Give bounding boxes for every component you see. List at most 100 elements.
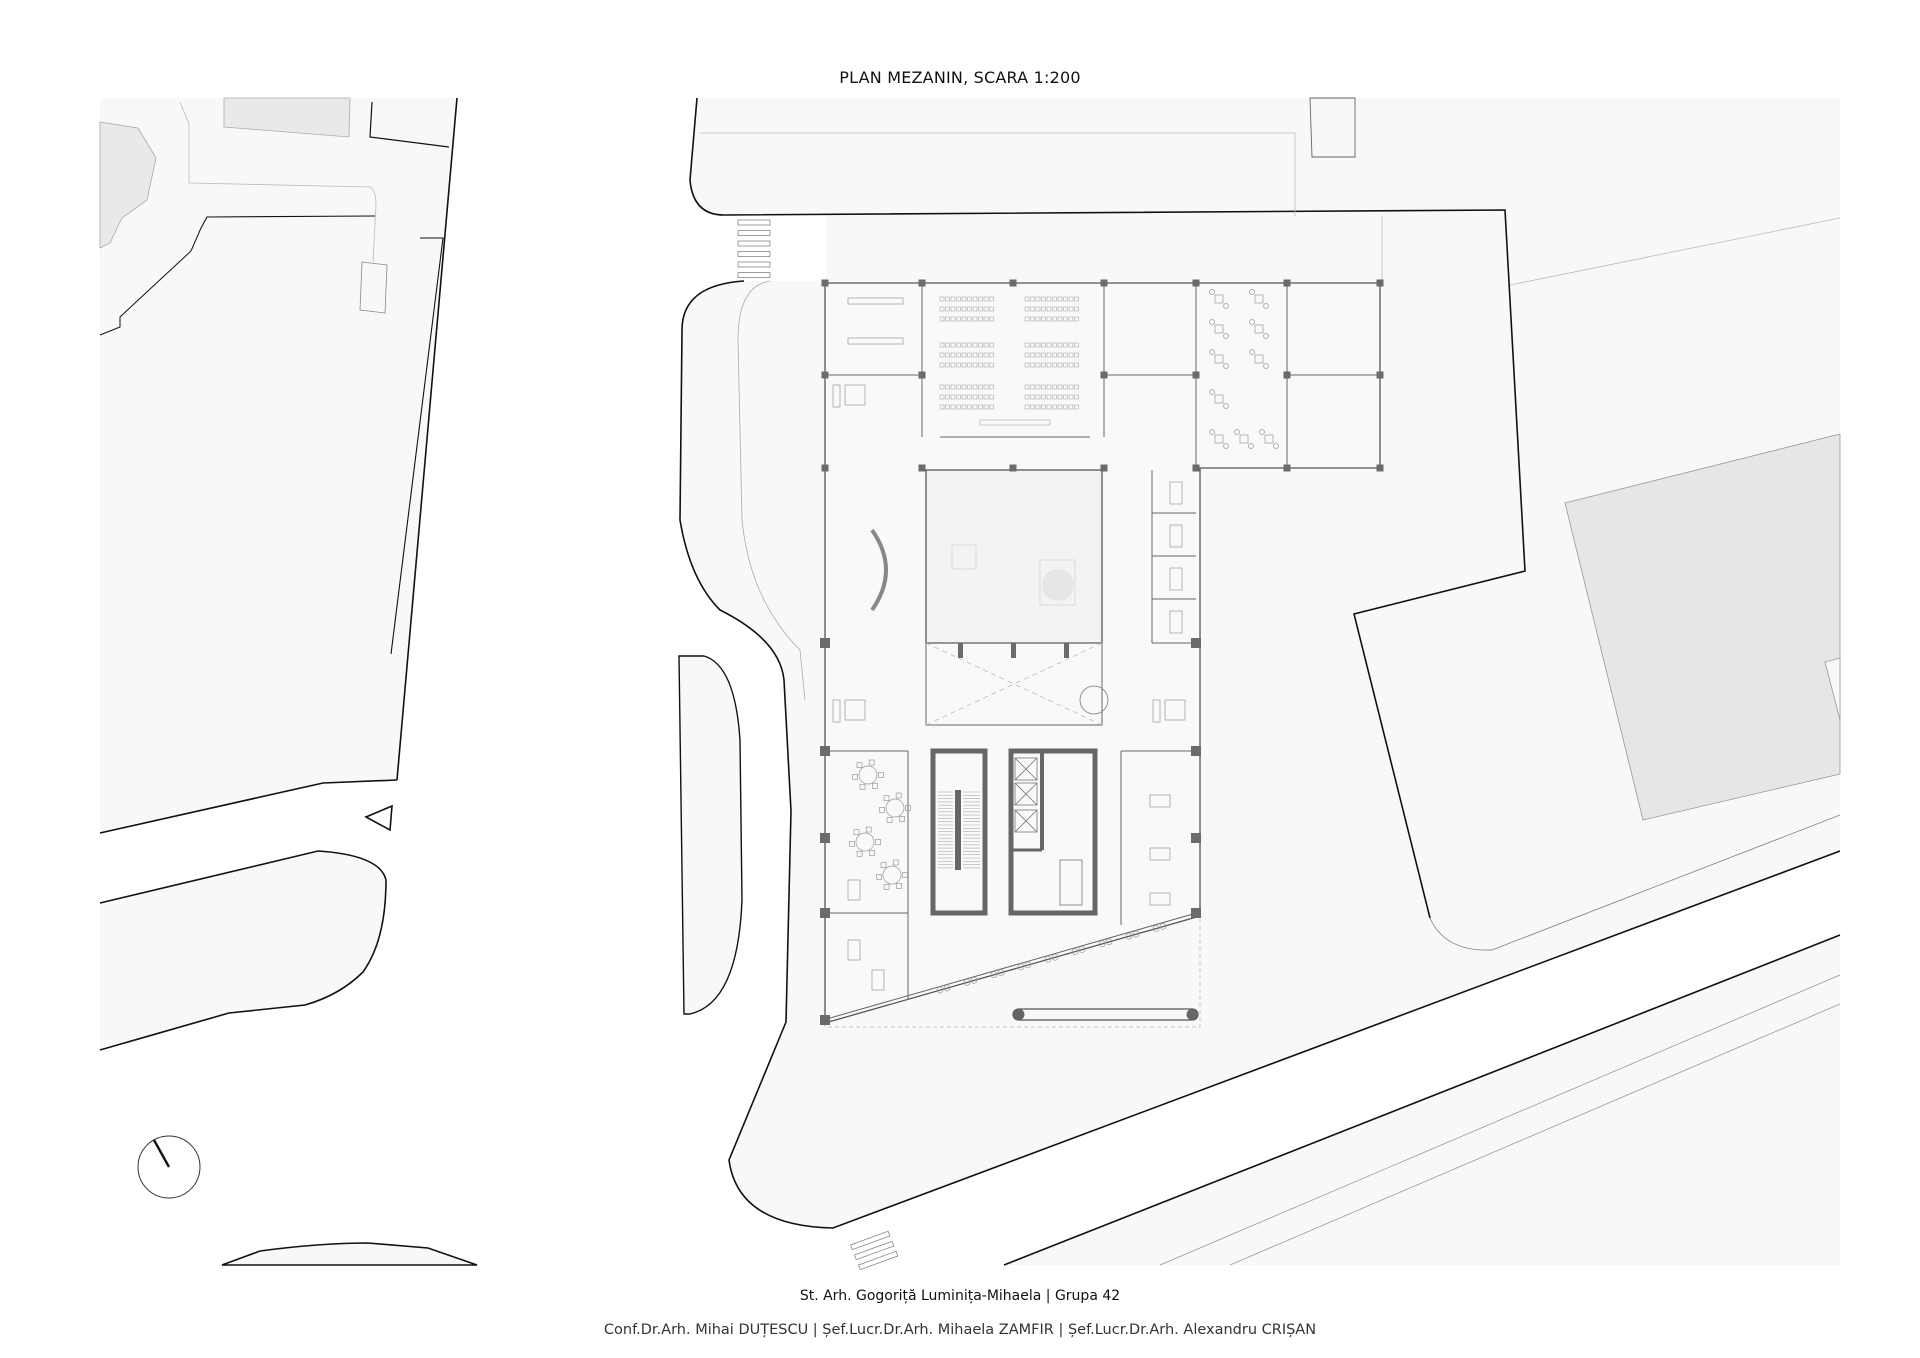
- stool: [1105, 938, 1113, 946]
- seat: [1057, 352, 1063, 358]
- chair: [1223, 403, 1229, 409]
- column: [918, 464, 926, 472]
- crosswalk-stripe: [858, 1250, 899, 1271]
- seat: [950, 394, 956, 400]
- seat: [1057, 404, 1063, 410]
- desk: [871, 969, 885, 991]
- column: [1191, 746, 1201, 756]
- seat: [989, 342, 994, 348]
- seminar-table: [847, 337, 904, 345]
- desk: [1149, 892, 1171, 906]
- seat: [956, 362, 961, 368]
- seat: [972, 404, 978, 410]
- seat: [989, 306, 994, 312]
- seat: [1024, 394, 1030, 400]
- seat: [950, 316, 956, 322]
- seat: [950, 296, 956, 302]
- seat: [961, 306, 967, 312]
- chair: [1259, 429, 1265, 435]
- crosswalk-stripe: [737, 240, 771, 247]
- seat: [1074, 306, 1079, 312]
- round-table: [858, 765, 878, 785]
- chair: [895, 792, 902, 799]
- crosswalk-stripe: [737, 261, 771, 268]
- seat: [1063, 342, 1068, 348]
- exterior-bench: [1012, 1008, 1199, 1021]
- column: [820, 746, 830, 756]
- seat: [1035, 316, 1041, 322]
- chair: [1273, 443, 1279, 449]
- seat: [1024, 306, 1030, 312]
- seat: [978, 404, 983, 410]
- tutors-credit: Conf.Dr.Arh. Mihai DUȚESCU | Șef.Lucr.Dr…: [603, 1322, 1317, 1338]
- cafe-table: [1254, 324, 1264, 334]
- building-plan: [820, 279, 1384, 1028]
- seat: [939, 394, 945, 400]
- seat: [1052, 394, 1057, 400]
- seat: [956, 384, 961, 390]
- crosswalk-stripe: [737, 251, 771, 257]
- crosswalk-stripe: [854, 1240, 895, 1261]
- neighbour-block-south: [221, 1242, 478, 1266]
- chair: [849, 840, 855, 847]
- seminar-table: [847, 297, 904, 305]
- seat: [1063, 352, 1068, 358]
- chair: [1223, 303, 1229, 309]
- column: [1009, 464, 1017, 472]
- drawing-title: PLAN MEZANIN, SCARA 1:200: [839, 68, 1081, 87]
- seat: [1046, 342, 1052, 348]
- seat: [939, 316, 945, 322]
- chair: [1263, 363, 1269, 369]
- column: [1191, 638, 1201, 648]
- crosswalk-stripe: [850, 1230, 891, 1251]
- seat: [1035, 404, 1041, 410]
- seat: [1063, 306, 1068, 312]
- chair: [1223, 333, 1229, 339]
- seat: [1052, 342, 1057, 348]
- sofa: [832, 384, 841, 408]
- seat: [978, 352, 983, 358]
- seat: [978, 394, 983, 400]
- column: [1376, 464, 1384, 472]
- seat: [967, 404, 972, 410]
- seat: [945, 362, 950, 368]
- lounge-table: [1164, 699, 1186, 721]
- stool: [1152, 925, 1160, 932]
- seat: [989, 384, 994, 390]
- crosswalk-north: [737, 219, 771, 278]
- seat: [1052, 362, 1057, 368]
- chair: [1263, 333, 1269, 339]
- chair: [1209, 319, 1215, 325]
- cafe-table: [1254, 294, 1264, 304]
- column: [958, 643, 963, 658]
- seat: [1052, 352, 1057, 358]
- seat: [1068, 306, 1074, 312]
- chair: [1223, 443, 1229, 449]
- seat: [1063, 362, 1068, 368]
- crosswalk-stripe: [737, 272, 771, 278]
- seat: [1030, 404, 1035, 410]
- seat: [978, 306, 983, 312]
- seat: [1035, 296, 1041, 302]
- lounge-table: [844, 699, 866, 721]
- seat: [945, 306, 950, 312]
- seat: [1063, 316, 1068, 322]
- seat: [950, 306, 956, 312]
- seat: [1035, 342, 1041, 348]
- seat: [1046, 316, 1052, 322]
- office-desk: [1169, 610, 1183, 634]
- seat: [1041, 296, 1046, 302]
- seat: [956, 296, 961, 302]
- seat: [961, 404, 967, 410]
- column: [1283, 279, 1291, 287]
- office-desk: [1169, 481, 1183, 505]
- seat: [1074, 316, 1079, 322]
- column: [1191, 908, 1201, 918]
- round-table: [855, 832, 875, 852]
- chair: [1209, 349, 1215, 355]
- column: [1100, 371, 1108, 379]
- seat: [945, 384, 950, 390]
- seat: [1041, 404, 1046, 410]
- chair: [875, 839, 881, 845]
- auditorium-seating: [939, 296, 1079, 426]
